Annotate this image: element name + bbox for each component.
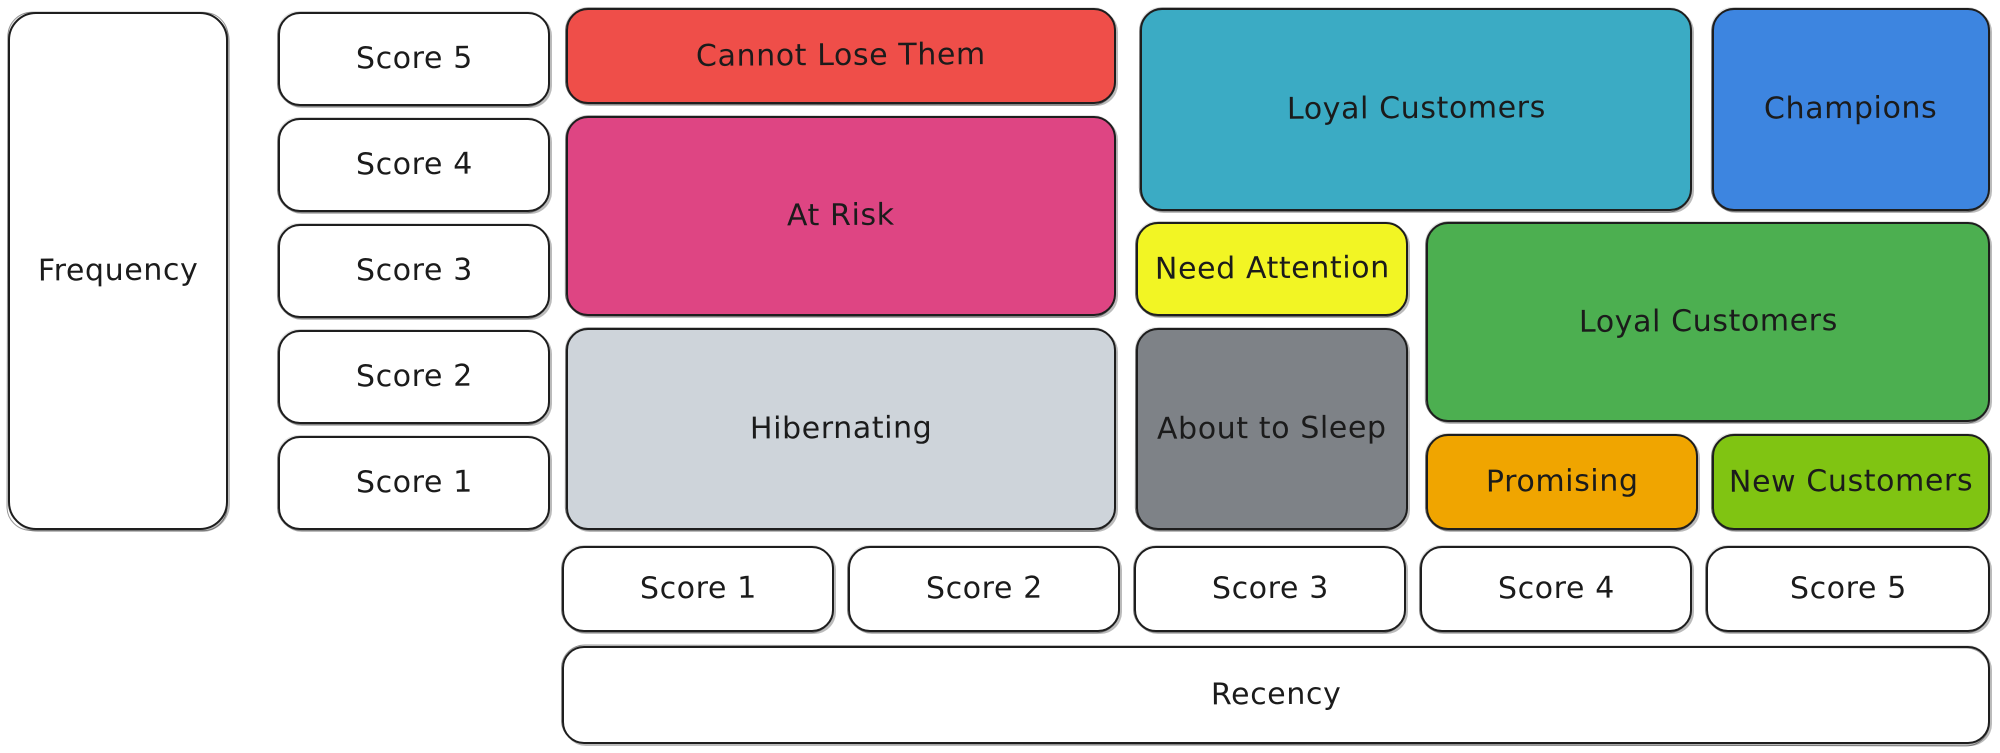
recency-axis-label: Recency bbox=[1210, 676, 1342, 713]
frequency-axis-label: Frequency bbox=[37, 252, 199, 289]
segment-loyal-customers-teal[interactable]: Loyal Customers bbox=[1140, 8, 1692, 211]
recency-axis-label-box: Recency bbox=[562, 646, 1990, 744]
recency-score-5-box[interactable]: Score 5 bbox=[1706, 546, 1990, 632]
segment-loyal-customers-teal-label: Loyal Customers bbox=[1286, 90, 1546, 128]
segment-loyal-customers-green[interactable]: Loyal Customers bbox=[1426, 222, 1990, 422]
frequency-score-3-box[interactable]: Score 3 bbox=[278, 224, 550, 318]
recency-score-5-label: Score 5 bbox=[1789, 570, 1907, 607]
frequency-score-3-label: Score 3 bbox=[355, 252, 473, 289]
segment-about-to-sleep[interactable]: About to Sleep bbox=[1136, 328, 1408, 530]
recency-score-3-box[interactable]: Score 3 bbox=[1134, 546, 1406, 632]
segment-promising-label: Promising bbox=[1485, 463, 1639, 500]
frequency-score-5-label: Score 5 bbox=[355, 40, 473, 77]
recency-score-3-label: Score 3 bbox=[1211, 570, 1329, 607]
segment-need-attention[interactable]: Need Attention bbox=[1136, 222, 1408, 316]
segment-champions-label: Champions bbox=[1764, 90, 1938, 127]
recency-score-2-label: Score 2 bbox=[925, 570, 1043, 607]
segment-hibernating-label: Hibernating bbox=[749, 410, 933, 447]
recency-score-4-label: Score 4 bbox=[1497, 570, 1615, 607]
segment-need-attention-label: Need Attention bbox=[1154, 250, 1390, 287]
frequency-score-5-box[interactable]: Score 5 bbox=[278, 12, 550, 106]
frequency-score-2-box[interactable]: Score 2 bbox=[278, 330, 550, 424]
recency-score-1-box[interactable]: Score 1 bbox=[562, 546, 834, 632]
frequency-score-1-label: Score 1 bbox=[355, 464, 473, 501]
segment-at-risk[interactable]: At Risk bbox=[566, 116, 1116, 316]
segment-at-risk-label: At Risk bbox=[787, 197, 895, 234]
frequency-score-4-box[interactable]: Score 4 bbox=[278, 118, 550, 212]
segment-hibernating[interactable]: Hibernating bbox=[566, 328, 1116, 530]
segment-new-customers[interactable]: New Customers bbox=[1712, 434, 1990, 530]
recency-score-1-label: Score 1 bbox=[639, 570, 757, 607]
frequency-score-4-label: Score 4 bbox=[355, 146, 473, 183]
segment-new-customers-label: New Customers bbox=[1728, 463, 1974, 500]
frequency-score-1-box[interactable]: Score 1 bbox=[278, 436, 550, 530]
segment-cannot-lose-them[interactable]: Cannot Lose Them bbox=[566, 8, 1116, 104]
segment-loyal-customers-green-label: Loyal Customers bbox=[1578, 302, 1838, 340]
segment-about-to-sleep-label: About to Sleep bbox=[1157, 410, 1387, 447]
recency-score-4-box[interactable]: Score 4 bbox=[1420, 546, 1692, 632]
segment-cannot-lose-them-label: Cannot Lose Them bbox=[695, 36, 986, 74]
segment-promising[interactable]: Promising bbox=[1426, 434, 1698, 530]
recency-score-2-box[interactable]: Score 2 bbox=[848, 546, 1120, 632]
frequency-score-2-label: Score 2 bbox=[355, 358, 473, 395]
frequency-axis-label-box: Frequency bbox=[8, 12, 228, 530]
segment-champions[interactable]: Champions bbox=[1712, 8, 1990, 211]
